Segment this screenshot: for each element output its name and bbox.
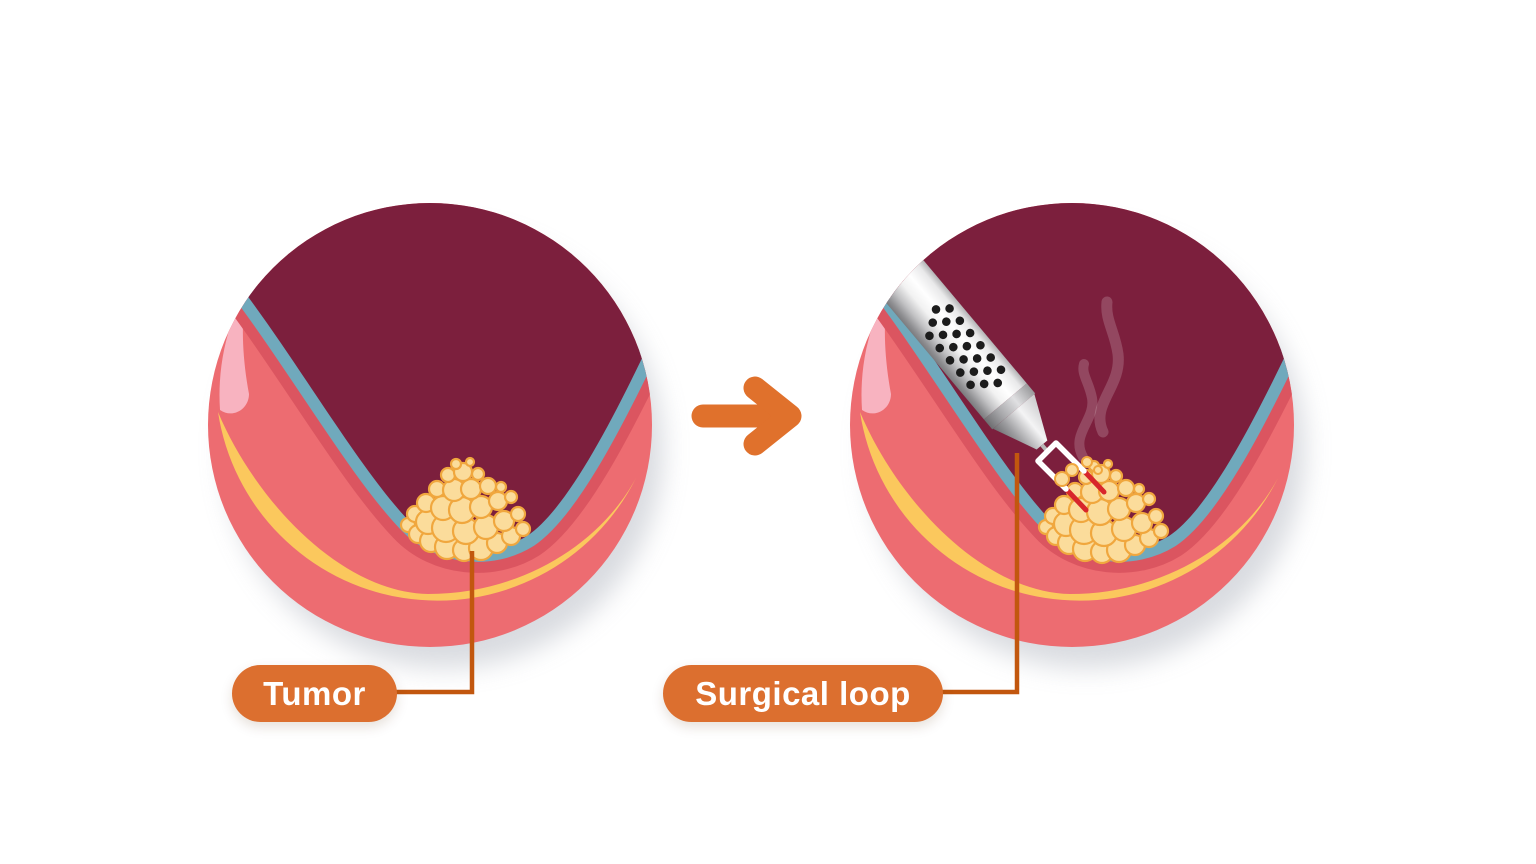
- surgical-loop-wire: [1035, 440, 1087, 492]
- cautery-smoke-icon: [1074, 296, 1124, 462]
- label-surgical-loop: Surgical loop: [663, 665, 943, 722]
- leader-line-surgical-loop: [940, 453, 1020, 695]
- cutting-wires: [1064, 469, 1107, 513]
- resectoscope-tip: [993, 393, 1048, 450]
- resectoscope-perforations: [925, 304, 1006, 390]
- leader-line-tumor: [395, 551, 475, 695]
- label-tumor-text: Tumor: [263, 674, 366, 712]
- tumor-fragments: [1054, 456, 1103, 487]
- label-surgical-loop-text: Surgical loop: [695, 674, 911, 712]
- arrow-right-icon: [691, 376, 802, 456]
- resectoscope-ring: [983, 383, 1036, 430]
- label-tumor: Tumor: [232, 665, 397, 722]
